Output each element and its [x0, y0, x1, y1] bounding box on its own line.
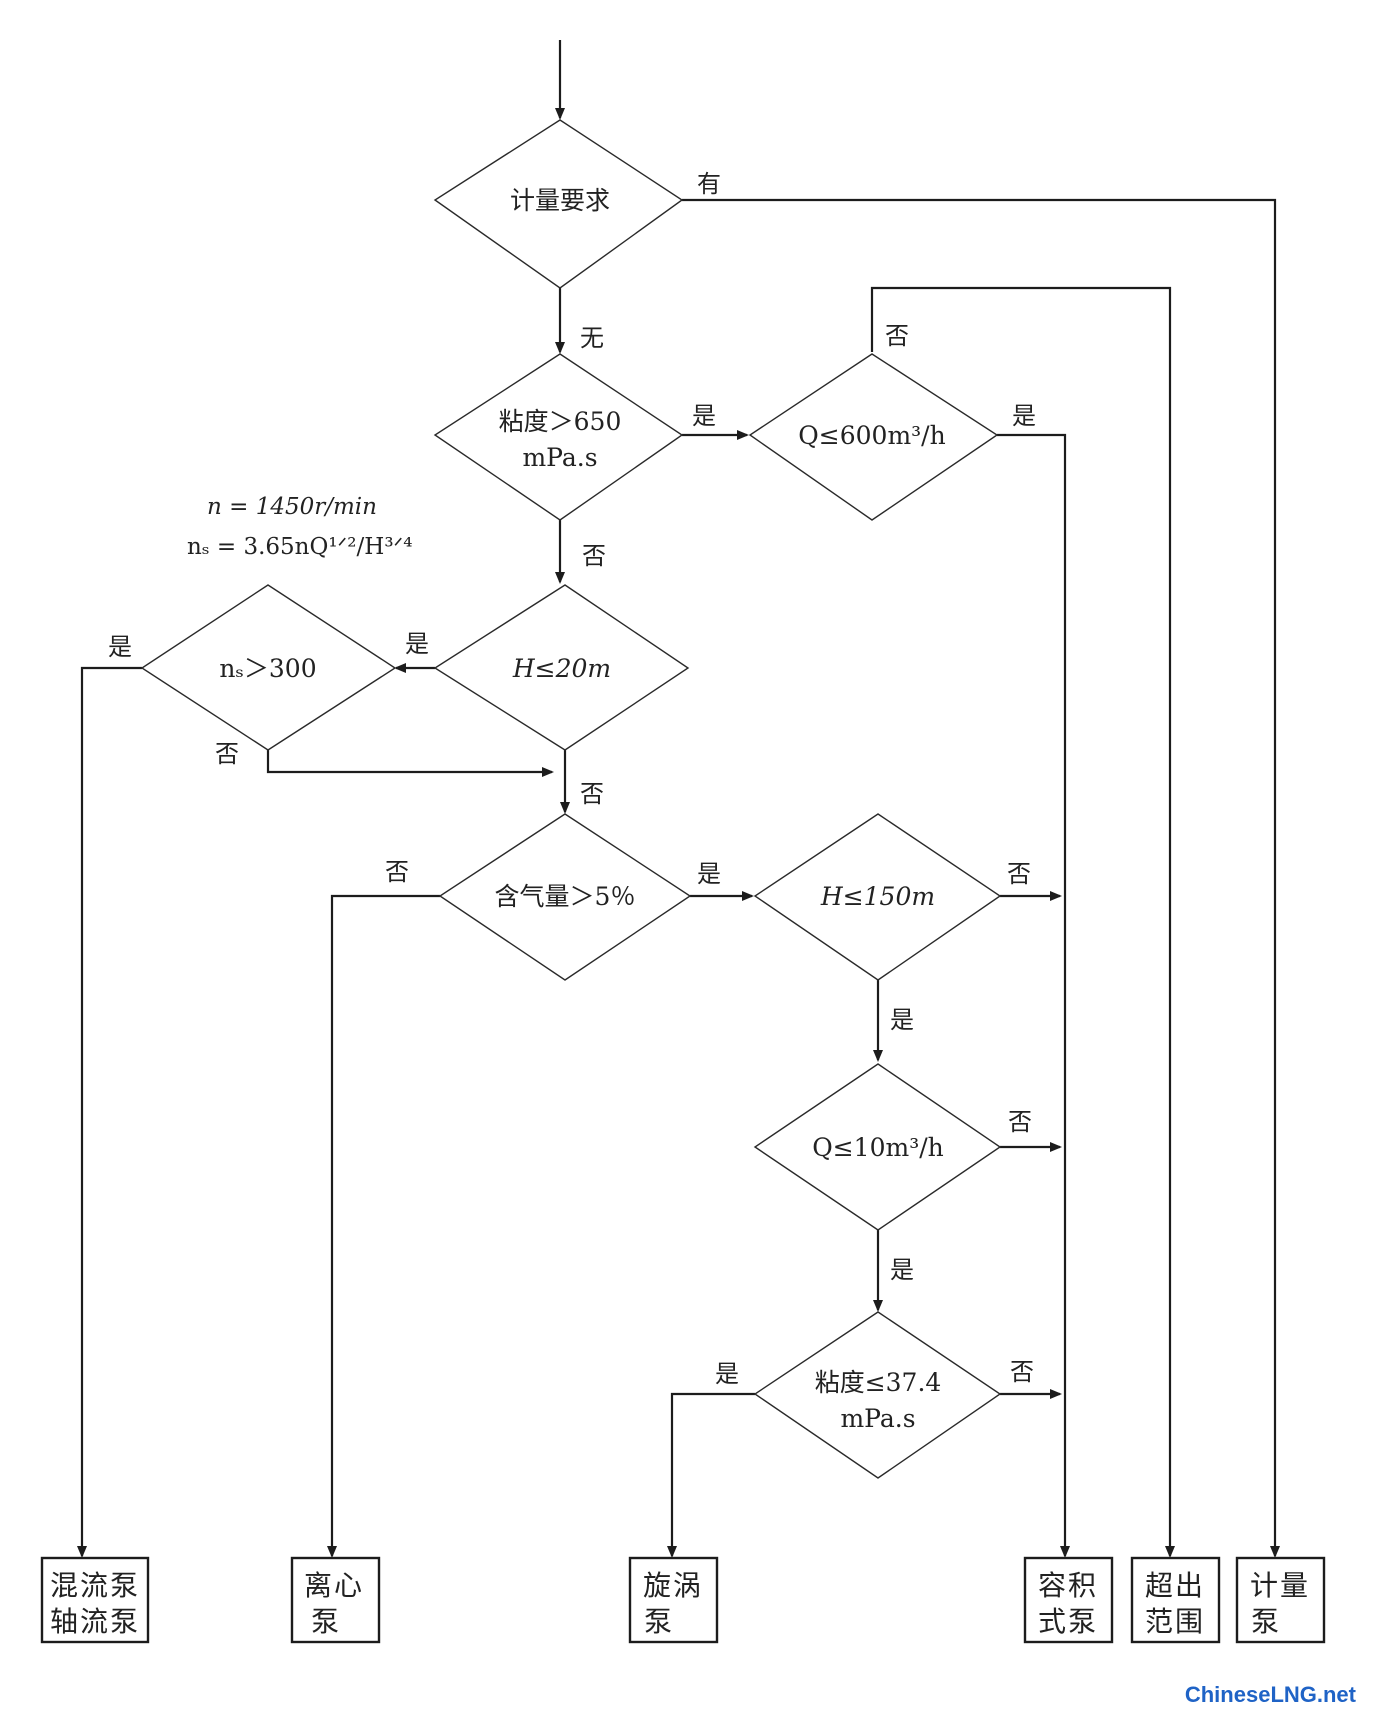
label-h150-yes: 是: [890, 1006, 914, 1034]
label-h20-yes: 是: [405, 630, 429, 658]
decision-q-10-text: Q≤10m³/h: [812, 1133, 944, 1162]
terminal-centrifugal-line2: 泵: [311, 1605, 341, 1638]
terminal-positive-displacement-line2: 式泵: [1038, 1605, 1098, 1638]
terminal-metering-line1: 计量: [1250, 1569, 1310, 1602]
watermark-text: ChineseLNG.net: [1185, 1682, 1357, 1707]
terminal-out-of-range-line1: 超出: [1145, 1569, 1205, 1602]
label-meter-no: 无: [580, 324, 604, 352]
label-gas-yes: 是: [697, 860, 721, 888]
edge-gas-no: [327, 894, 440, 1558]
terminal-vortex: 旋涡 泵: [628, 1556, 719, 1644]
decision-meter: 计量要求: [433, 119, 684, 289]
edges: [77, 40, 1280, 1558]
terminal-centrifugal-line1: 离心: [304, 1569, 364, 1602]
terminal-positive-displacement: 容积 式泵: [1023, 1556, 1114, 1644]
label-q10-yes: 是: [890, 1256, 914, 1284]
formula-block: n = 1450r/min nₛ = 3.65nQ¹ᐟ²/H³ᐟ⁴: [187, 494, 413, 560]
terminal-centrifugal: 离心 泵: [290, 1556, 381, 1644]
terminal-vortex-line1: 旋涡: [643, 1569, 703, 1602]
formula-line1: n = 1450r/min: [207, 494, 377, 520]
decision-q-10: Q≤10m³/h: [753, 1063, 1002, 1231]
edge-meter-yes: [682, 198, 1280, 1558]
label-q10-no: 否: [1008, 1108, 1032, 1136]
decision-ns-300: nₛ＞300: [140, 584, 397, 751]
terminal-out-of-range: 超出 范围: [1130, 1556, 1221, 1644]
label-h150-no: 否: [1007, 860, 1031, 888]
decision-viscosity-37: 粘度≤37.4 mPa.s: [753, 1311, 1002, 1479]
decision-gas-5: 含气量＞5％: [438, 813, 692, 981]
terminal-mixed-axial-line2: 轴流泵: [50, 1605, 140, 1638]
label-h20-no: 否: [580, 780, 604, 808]
label-meter-yes: 有: [697, 170, 721, 198]
decision-ns-300-text: nₛ＞300: [219, 654, 316, 683]
terminal-mixed-axial-line1: 混流泵: [50, 1569, 140, 1602]
terminal-metering-line2: 泵: [1251, 1605, 1281, 1638]
decision-viscosity-37-line2: mPa.s: [840, 1404, 915, 1433]
decision-viscosity-650-line2: mPa.s: [522, 443, 597, 472]
formula-line2: nₛ = 3.65nQ¹ᐟ²/H³ᐟ⁴: [187, 534, 413, 560]
decision-h-150-text: H≤150m: [820, 882, 935, 911]
terminal-vortex-line2: 泵: [644, 1605, 674, 1638]
edge-q600-no: [870, 286, 1175, 1558]
edge-visc37-yes: [667, 1392, 755, 1558]
decision-viscosity-650: 粘度＞650 mPa.s: [433, 353, 684, 521]
terminal-mixed-axial: 混流泵 轴流泵: [40, 1556, 150, 1644]
decision-meter-text: 计量要求: [510, 186, 610, 215]
label-q600-no: 否: [885, 322, 909, 350]
label-ns300-yes: 是: [108, 633, 132, 661]
decision-viscosity-37-line1: 粘度≤37.4: [815, 1368, 942, 1397]
decision-h-150: H≤150m: [753, 813, 1002, 981]
edge-q600-yes: [997, 433, 1070, 1558]
edge-ns300-yes: [77, 666, 142, 1558]
label-gas-no: 否: [385, 858, 409, 886]
decision-gas-5-text: 含气量＞5％: [495, 882, 636, 911]
terminal-out-of-range-line2: 范围: [1145, 1605, 1205, 1638]
label-visc37-yes: 是: [715, 1360, 739, 1388]
label-q600-yes: 是: [1012, 402, 1036, 430]
edge-ns300-no: [266, 750, 554, 777]
label-ns300-no: 否: [215, 740, 239, 768]
terminal-metering: 计量 泵: [1235, 1556, 1326, 1644]
terminal-positive-displacement-line1: 容积: [1038, 1569, 1098, 1602]
decision-h-20-text: H≤20m: [512, 654, 611, 683]
label-visc650-no: 否: [582, 542, 606, 570]
label-visc650-yes: 是: [692, 402, 716, 430]
decision-h-20: H≤20m: [433, 584, 690, 751]
decision-viscosity-650-line1: 粘度＞650: [499, 407, 622, 436]
decision-q-600: Q≤600m³/h: [748, 353, 999, 521]
label-visc37-no: 否: [1010, 1358, 1034, 1386]
decision-q-600-text: Q≤600m³/h: [798, 421, 945, 450]
edge-labels: 有 无 是 否 否 是 是 是 否 否 否 是 否 是 否 是 是 否: [108, 170, 1036, 1388]
